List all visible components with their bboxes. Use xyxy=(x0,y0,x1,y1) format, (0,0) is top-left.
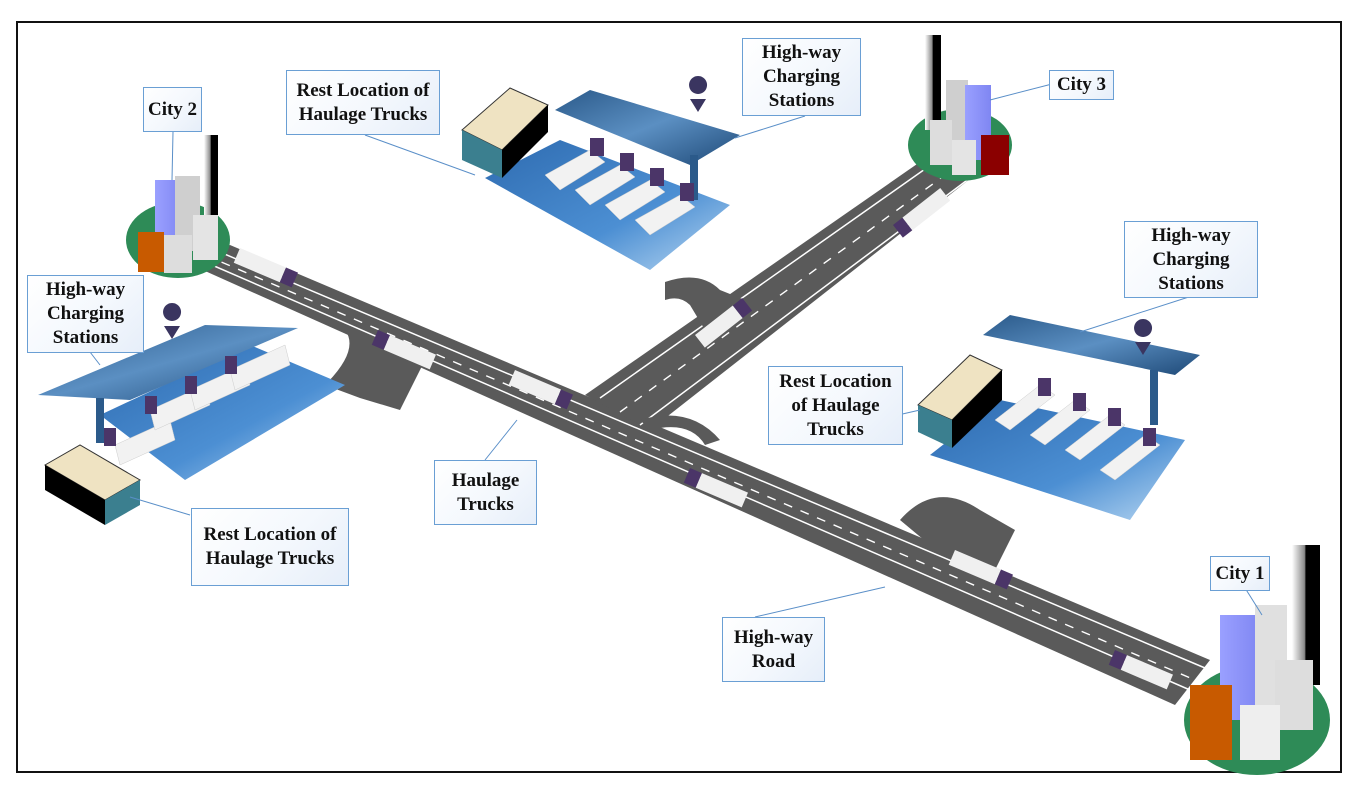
label-highway-road: High-way Road xyxy=(722,617,825,682)
city-1-skyline xyxy=(1184,545,1330,775)
city-3-skyline xyxy=(908,35,1012,181)
label-city-1: City 1 xyxy=(1210,556,1270,591)
charging-station-top xyxy=(485,90,740,270)
label-city-3: City 3 xyxy=(1049,70,1114,100)
label-haulage-trucks: Haulage Trucks xyxy=(434,460,537,525)
label-charging-stations-top: High-way Charging Stations xyxy=(742,38,861,116)
label-charging-stations-left: High-way Charging Stations xyxy=(27,275,144,353)
city-2-skyline xyxy=(126,135,230,278)
side-road-stubs xyxy=(325,277,1015,570)
label-city-2: City 2 xyxy=(143,87,202,132)
charging-location-pin-icon xyxy=(163,76,1153,355)
label-rest-location-bottom: Rest Location of Haulage Trucks xyxy=(191,508,349,586)
label-rest-location-top: Rest Location of Haulage Trucks xyxy=(286,70,440,135)
charging-station-right xyxy=(930,315,1200,520)
label-charging-stations-right: High-way Charging Stations xyxy=(1124,221,1258,298)
truck-icon xyxy=(233,188,1173,690)
charging-station-left xyxy=(38,325,345,480)
rest-building-icon xyxy=(44,87,1003,525)
label-rest-location-right: Rest Location of Haulage Trucks xyxy=(768,366,903,445)
